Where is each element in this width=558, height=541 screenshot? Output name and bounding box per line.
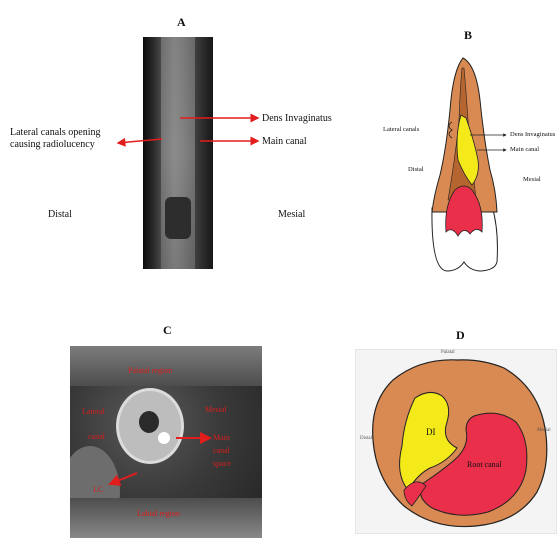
panel-d-label-root-canal: Root canal <box>467 461 501 469</box>
panel-d-label-left: Distal <box>360 436 372 441</box>
panel-d-label-di: DI <box>426 428 436 436</box>
panel-d-label-top: Palatal <box>441 350 455 355</box>
panel-d-label-right: Mesial <box>537 428 551 433</box>
